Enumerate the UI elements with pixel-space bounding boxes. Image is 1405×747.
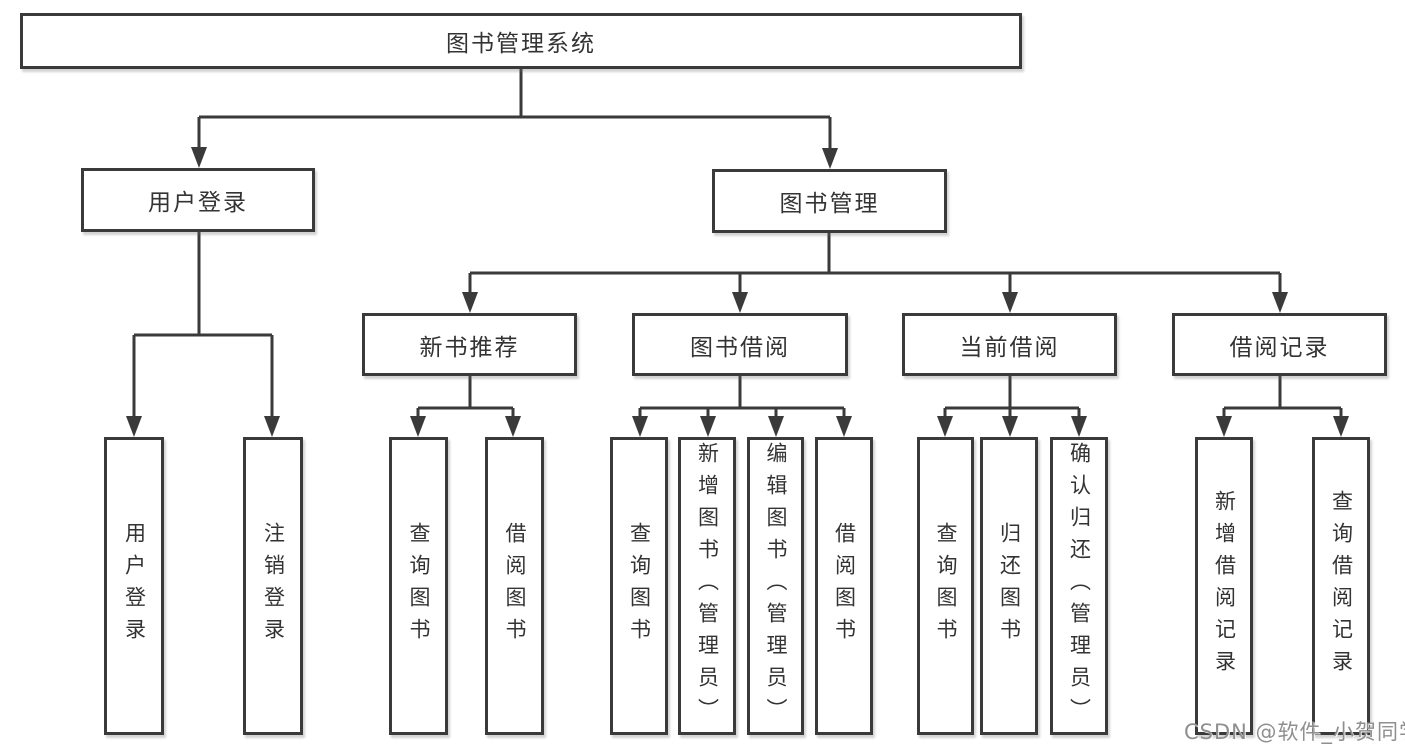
leaf-return-books: 归还图书: [980, 437, 1038, 735]
csdn-watermark: CSDN @软件_小贺同学: [1184, 720, 1405, 744]
leaf-add-books-admin: 新增图书（管理员）: [678, 437, 736, 735]
node-user-login: 用户登录: [81, 168, 315, 232]
node-library-management-system: 图书管理系统: [20, 13, 1022, 69]
leaf-edit-books-admin: 编辑图书（管理员）: [747, 437, 804, 735]
node-borrow-records: 借阅记录: [1172, 313, 1387, 376]
leaf-query-books-borrow: 查询图书: [610, 437, 668, 735]
node-book-management: 图书管理: [712, 169, 947, 233]
node-new-book-recommend: 新书推荐: [362, 313, 577, 376]
leaf-user-login: 用户登录: [104, 437, 164, 735]
leaf-confirm-return-admin: 确认归还（管理员）: [1050, 437, 1108, 735]
leaf-add-borrow-record: 新增借阅记录: [1195, 437, 1253, 735]
leaf-logout: 注销登录: [243, 437, 303, 735]
leaf-borrow-books-recommend: 借阅图书: [485, 437, 544, 735]
node-book-borrow: 图书借阅: [632, 313, 848, 376]
leaf-query-borrow-record: 查询借阅记录: [1312, 437, 1370, 735]
node-current-borrow: 当前借阅: [902, 313, 1117, 376]
leaf-query-books-recommend: 查询图书: [389, 437, 448, 735]
leaf-query-books-current: 查询图书: [917, 437, 974, 735]
leaf-borrow-books: 借阅图书: [815, 437, 873, 735]
